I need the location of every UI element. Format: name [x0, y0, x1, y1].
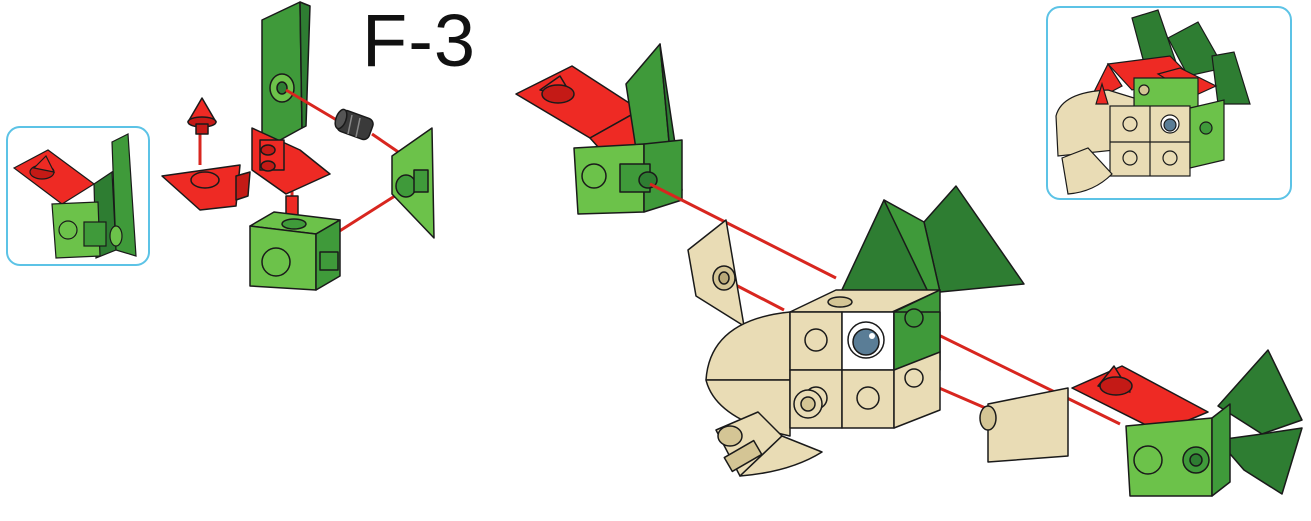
green-cube-piece	[249, 211, 341, 291]
callout-right-artwork	[1055, 9, 1251, 195]
fish-body	[705, 185, 1025, 477]
callout-left-artwork	[12, 133, 137, 259]
red-triangle-plate-left	[161, 164, 251, 211]
red-cone-piece	[187, 97, 217, 135]
callout-left-preview	[6, 126, 150, 266]
red-triangle-plate-center	[251, 127, 331, 195]
eye-piece-icon	[847, 321, 885, 359]
green-fin-piece	[261, 1, 311, 151]
step-label: F-3	[362, 0, 476, 82]
beige-slab-piece	[979, 387, 1069, 463]
callout-right-preview	[1046, 6, 1292, 200]
left-subassembly	[161, 1, 435, 291]
upper-block-piece	[515, 43, 683, 215]
black-connector-peg-icon	[334, 108, 374, 141]
beige-plate-piece	[687, 219, 745, 327]
tail-block-piece	[1071, 349, 1303, 497]
fish-jaw	[715, 389, 823, 477]
green-plate-right	[391, 127, 435, 239]
